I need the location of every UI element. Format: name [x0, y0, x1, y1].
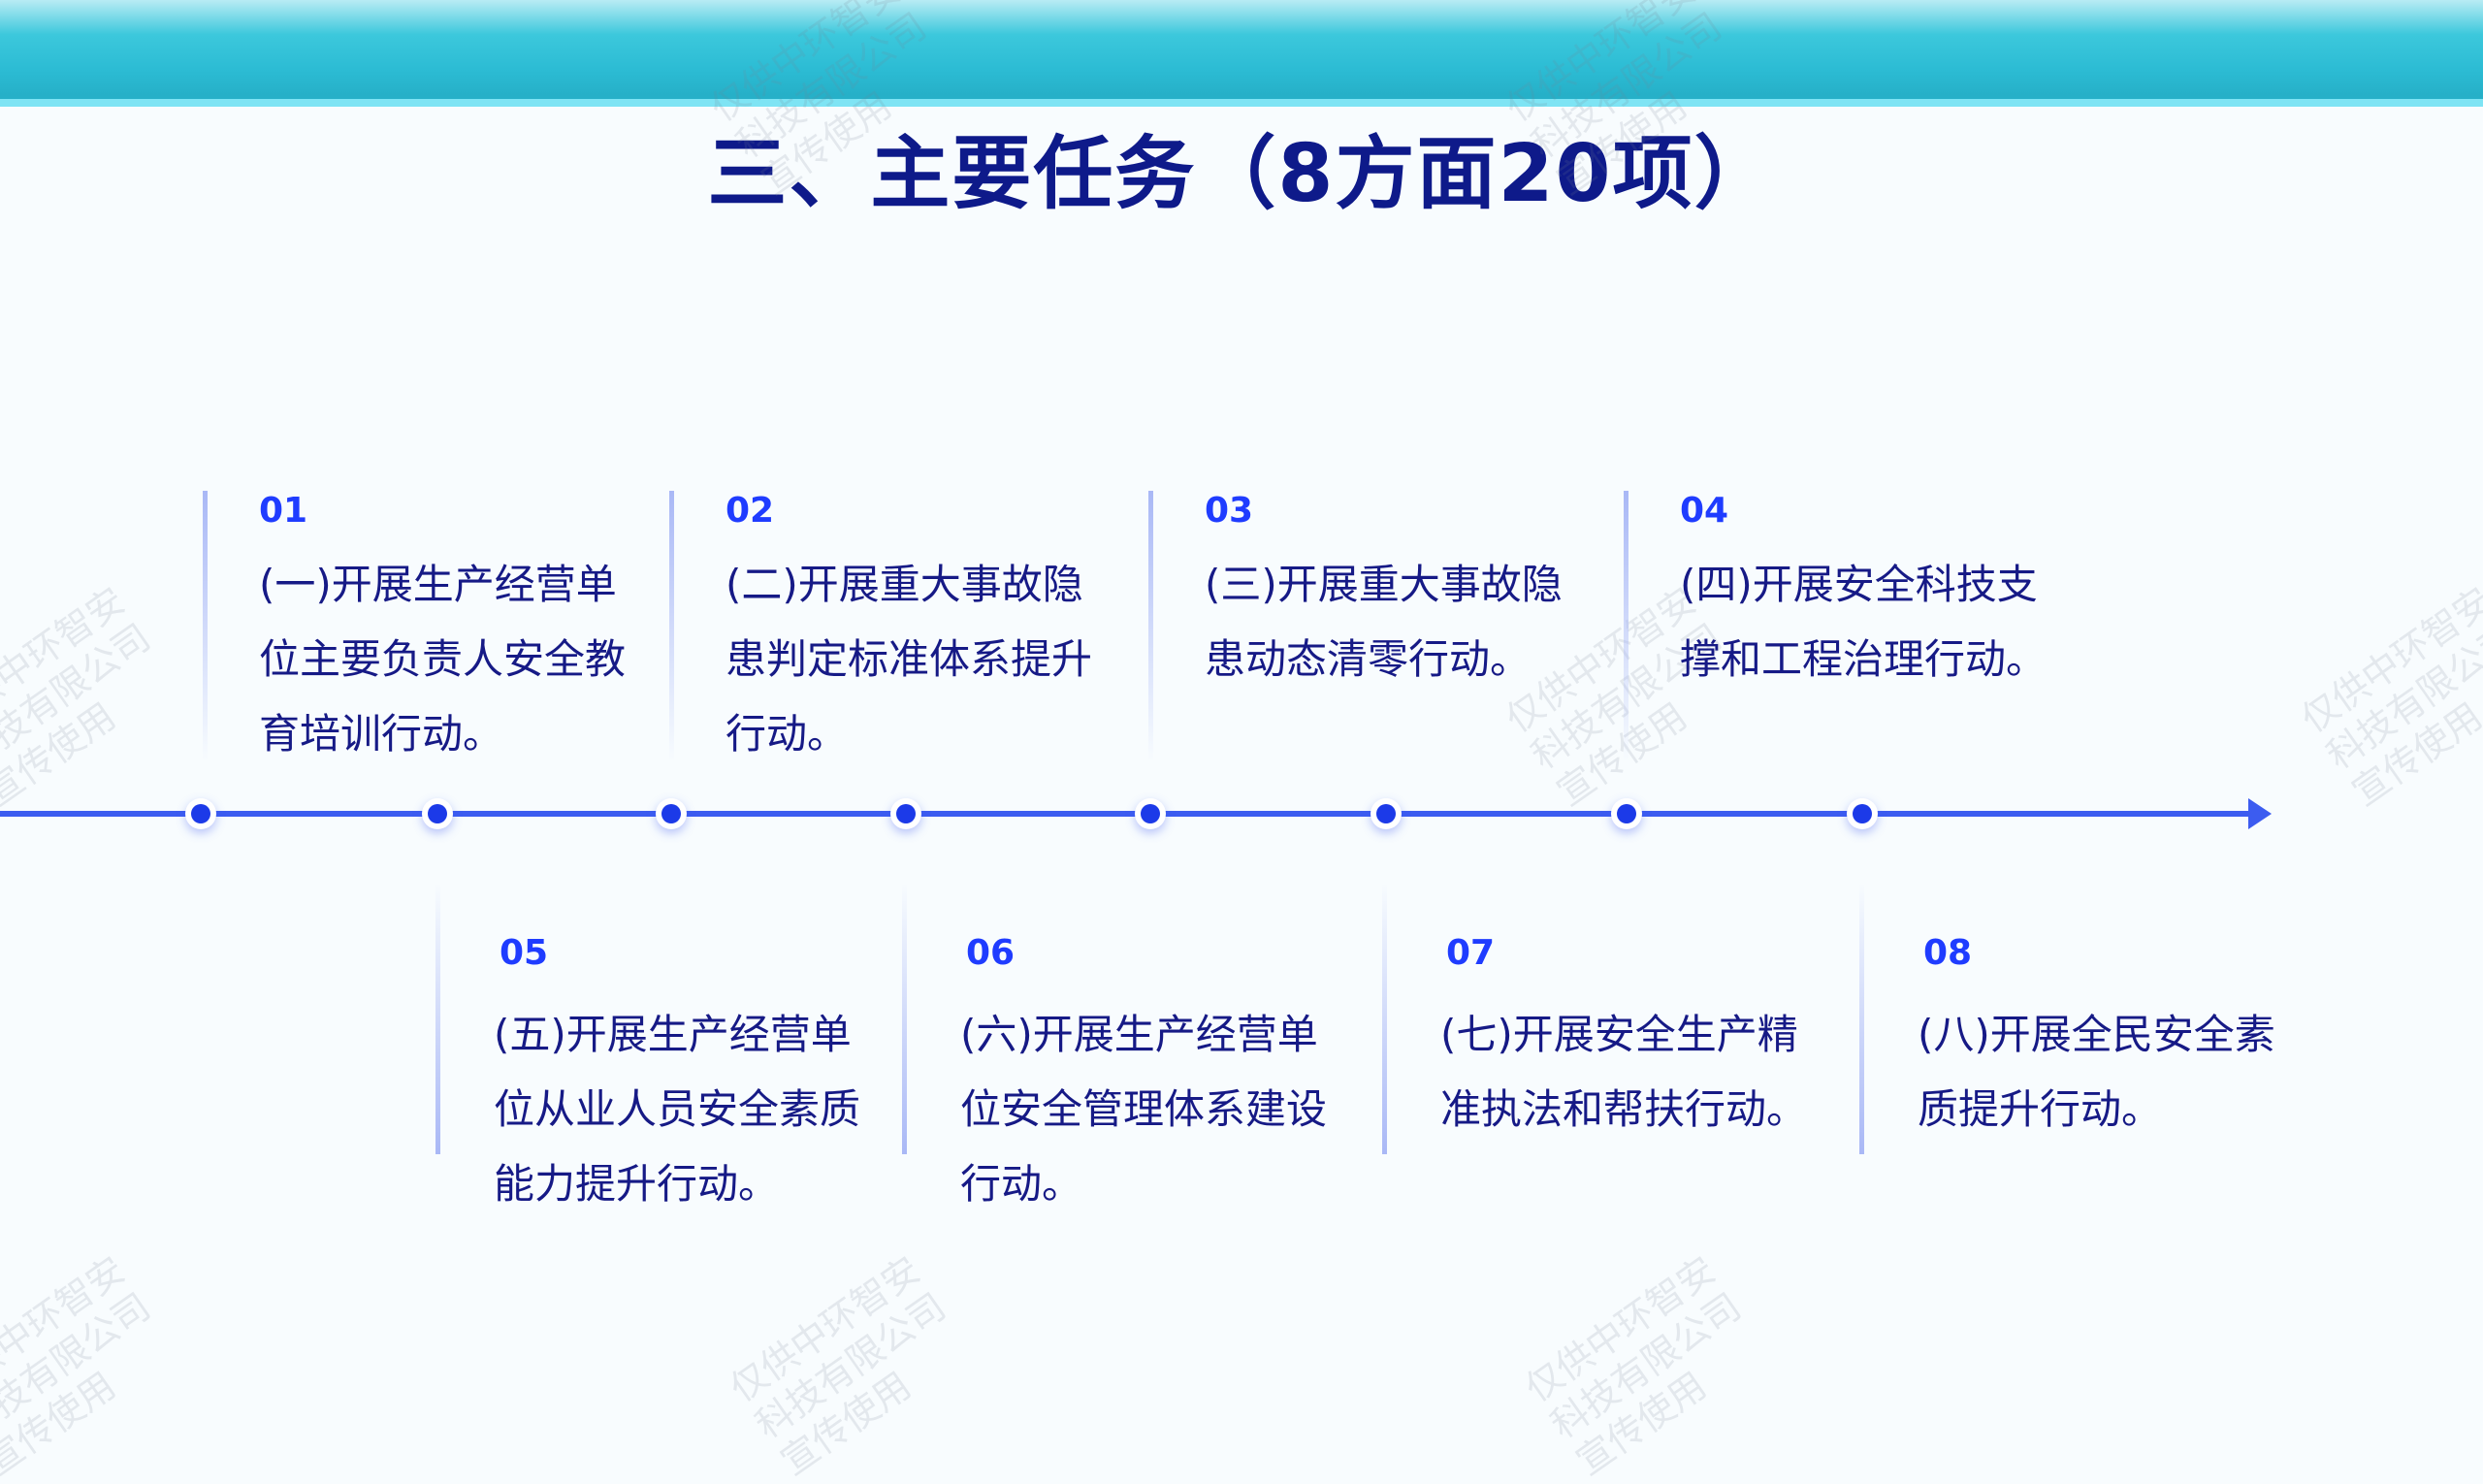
task-number: 07 [1446, 933, 1496, 973]
task-text: (五)开展生产经营单位从业人员安全素质能力提升行动。 [494, 1011, 861, 1208]
task-number: 01 [259, 491, 308, 531]
task-text: (七)开展安全生产精准执法和帮扶行动。 [1440, 1011, 1808, 1133]
task-text: (三)开展重大事故隐患动态清零行动。 [1205, 561, 1563, 683]
timeline-dot [1370, 798, 1402, 829]
task-number: 06 [966, 933, 1016, 973]
task-number: 04 [1680, 491, 1729, 531]
timeline-dot [185, 798, 216, 829]
card-divider [435, 883, 440, 1154]
task-text: (六)开展生产经营单位安全管理体系建设行动。 [960, 1011, 1328, 1208]
card-divider [902, 883, 907, 1154]
task-number: 05 [500, 933, 549, 973]
timeline-axis [0, 811, 2250, 817]
watermark: 仅供中环智安科技有限公司宣传使用 [2293, 579, 2483, 815]
task-number: 08 [1923, 933, 1973, 973]
timeline-dot [422, 798, 453, 829]
watermark: 仅供中环智安科技有限公司宣传使用 [722, 1248, 953, 1484]
header-band [0, 0, 2483, 107]
watermark: 仅供中环智安科技有限公司宣传使用 [0, 579, 158, 815]
task-text: (二)开展重大事故隐患判定标准体系提升行动。 [726, 561, 1093, 758]
timeline-dot [890, 798, 921, 829]
timeline-dot [1135, 798, 1166, 829]
timeline-dot [1611, 798, 1642, 829]
card-divider [1148, 491, 1153, 762]
task-text: (八)开展全民安全素质提升行动。 [1918, 1011, 2275, 1133]
watermark: 仅供中环智安科技有限公司宣传使用 [0, 1248, 158, 1484]
card-divider [1382, 883, 1387, 1154]
timeline-dot [1847, 798, 1878, 829]
timeline-arrow-icon [2248, 798, 2272, 829]
card-divider [669, 491, 674, 762]
page-title: 三、主要任务（8方面20项） [707, 128, 1776, 220]
task-number: 02 [726, 491, 775, 531]
task-number: 03 [1205, 491, 1254, 531]
card-divider [1859, 883, 1864, 1154]
card-divider [1624, 491, 1628, 762]
card-divider [203, 491, 208, 762]
task-text: (四)开展安全科技支撑和工程治理行动。 [1680, 561, 2048, 683]
watermark: 仅供中环智安科技有限公司宣传使用 [1517, 1248, 1749, 1484]
timeline-dot [656, 798, 687, 829]
task-text: (一)开展生产经营单位主要负责人安全教育培训行动。 [259, 561, 627, 758]
